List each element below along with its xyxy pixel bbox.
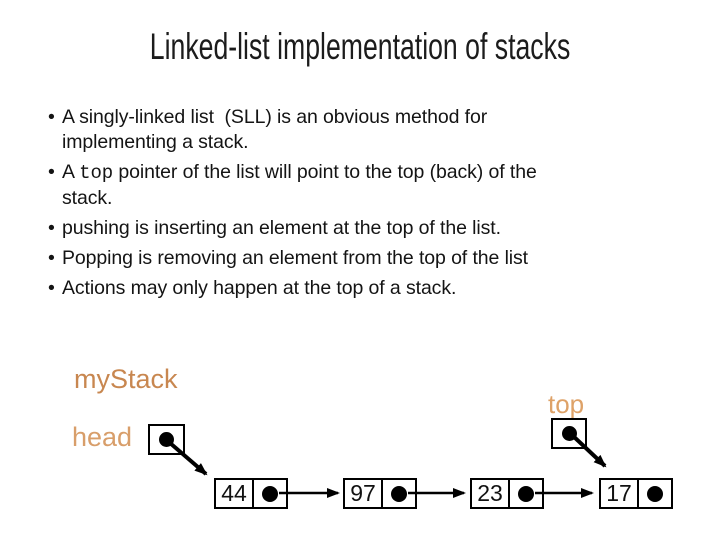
bullet-item: • Actions may only happen at the top of … — [48, 276, 698, 301]
head-label: head — [72, 422, 133, 452]
node-pointer-dot-icon — [262, 485, 278, 502]
bullet-text: Popping is removing an element from the … — [62, 246, 528, 271]
list-node: 23 — [470, 478, 544, 509]
bullet-text: Actions may only happen at the top of a … — [62, 276, 456, 301]
bullet-text-segment: A singly-linked list (SLL) is an obvious… — [62, 106, 488, 153]
head-pointer-dot-icon — [159, 432, 174, 447]
bullet-text-segment: Actions may only happen at the top of a … — [62, 277, 457, 299]
node-value: 17 — [601, 480, 639, 507]
mystack-label: myStack — [74, 364, 178, 394]
page-title-text: Linked-list implementation of stacks — [149, 26, 571, 67]
list-node: 97 — [343, 478, 417, 509]
node-value: 97 — [345, 480, 383, 507]
bullet-dot-icon: • — [48, 247, 55, 269]
bullet-text: A top pointer of the list will point to … — [62, 160, 537, 211]
bullet-dot-icon: • — [48, 161, 55, 183]
node-pointer-cell — [639, 480, 671, 507]
top-keyword-code: top — [79, 162, 114, 184]
bullet-item: • A top pointer of the list will point t… — [48, 160, 698, 211]
bullet-item: • pushing is inserting an element at the… — [48, 216, 698, 241]
top-pointer-dot-icon — [561, 426, 577, 441]
bullet-item: • Popping is removing an element from th… — [48, 246, 698, 271]
bullet-text: pushing is inserting an element at the t… — [62, 216, 501, 241]
bullet-text: A singly-linked list (SLL) is an obvious… — [62, 105, 487, 155]
node-pointer-cell — [254, 480, 286, 507]
bullet-dot-icon: • — [48, 106, 55, 128]
list-node: 44 — [214, 478, 288, 509]
bullet-text-segment: Popping is removing an element from the … — [62, 247, 529, 269]
node-pointer-dot-icon — [391, 485, 407, 502]
node-value: 44 — [216, 480, 254, 507]
bullet-dot-icon: • — [48, 277, 55, 299]
bullet-list: • A singly-linked list (SLL) is an obvio… — [48, 105, 698, 306]
bullet-text-segment: A — [62, 161, 80, 183]
list-node: 17 — [599, 478, 673, 509]
node-pointer-cell — [510, 480, 542, 507]
page-title: Linked-list implementation of stacks — [0, 26, 720, 68]
node-pointer-dot-icon — [647, 485, 663, 502]
top-label: top — [548, 389, 585, 419]
node-pointer-dot-icon — [518, 485, 534, 502]
bullet-dot-icon: • — [48, 217, 55, 239]
bullet-text-segment: pointer of the list will point to the to… — [62, 161, 537, 209]
bullet-item: • A singly-linked list (SLL) is an obvio… — [48, 105, 698, 155]
head-pointer-box — [148, 424, 185, 455]
node-pointer-cell — [383, 480, 415, 507]
node-value: 23 — [472, 480, 510, 507]
bullet-text-segment: pushing is inserting an element at the t… — [62, 217, 501, 239]
top-pointer-box — [551, 418, 587, 449]
